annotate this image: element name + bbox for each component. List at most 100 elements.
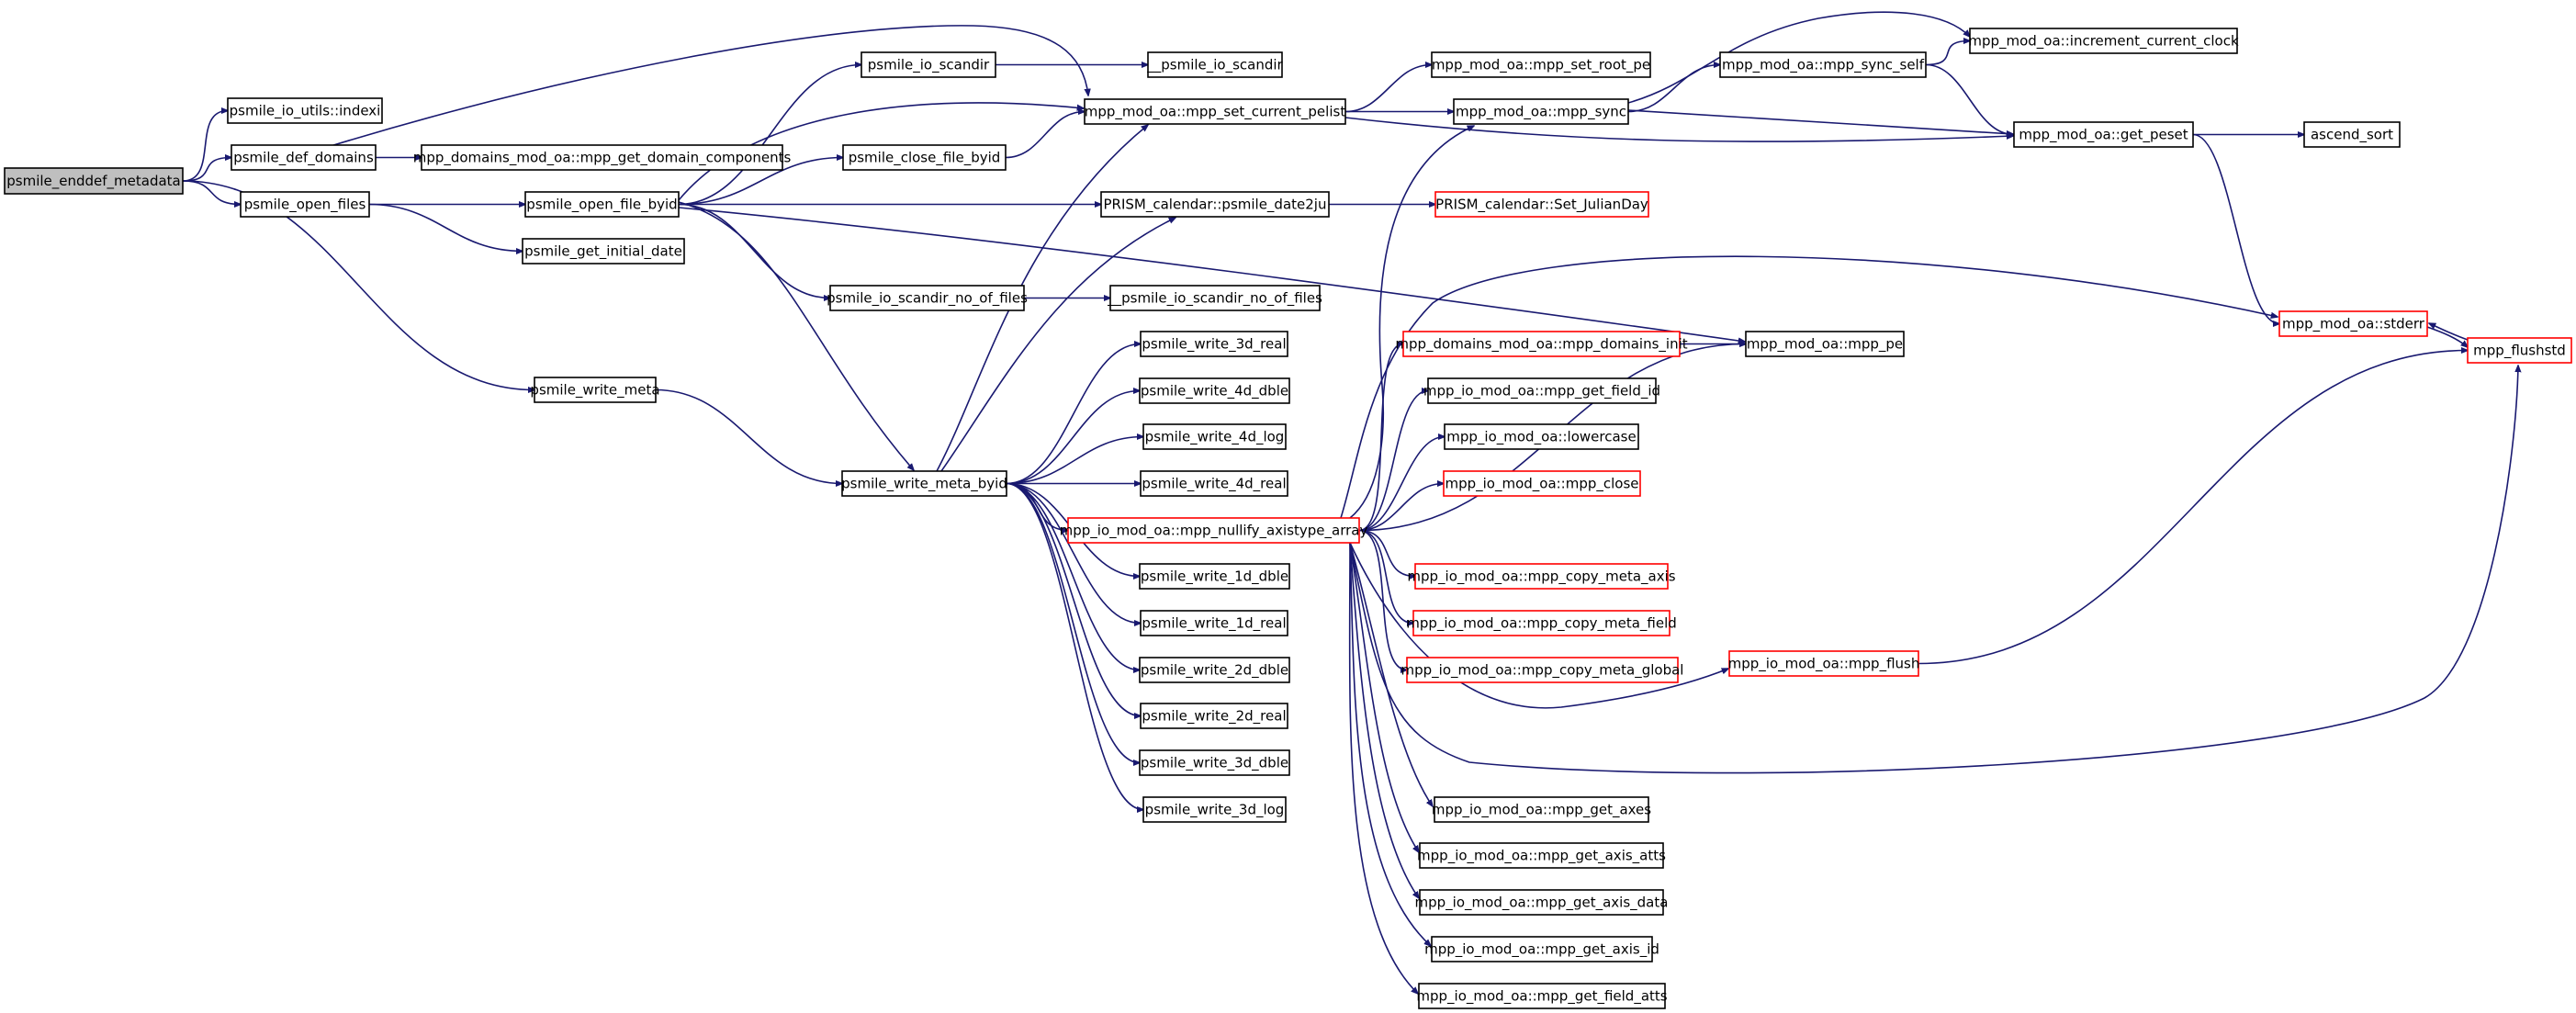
node-box[interactable] bbox=[1140, 470, 1288, 497]
node---io-scandir-no-of-files[interactable]: __psmile_io_scandir_no_of_files bbox=[1107, 285, 1322, 311]
node-set-root-pe[interactable]: mpp_mod_oa::mpp_set_root_pe bbox=[1431, 51, 1651, 78]
node-box[interactable] bbox=[421, 144, 783, 171]
node-w4d-dble[interactable]: psmile_write_4d_dble bbox=[1139, 377, 1290, 404]
node-get-field-id[interactable]: mpp_io_mod_oa::mpp_get_field_id bbox=[1423, 377, 1660, 404]
node-box[interactable] bbox=[534, 377, 657, 403]
node-box[interactable] bbox=[227, 97, 383, 124]
node-box[interactable] bbox=[524, 191, 680, 218]
node-lowercase[interactable]: mpp_io_mod_oa::lowercase bbox=[1444, 423, 1639, 450]
node-box[interactable] bbox=[1434, 191, 1649, 218]
node-stderr[interactable]: mpp_mod_oa::stderr bbox=[2278, 310, 2428, 337]
node-get-initial-date[interactable]: psmile_get_initial_date bbox=[522, 238, 685, 265]
node-io-scandir[interactable]: psmile_io_scandir bbox=[861, 51, 996, 78]
node-get-peset[interactable]: mpp_mod_oa::get_peset bbox=[2013, 121, 2194, 148]
node-sync-self[interactable]: mpp_mod_oa::mpp_sync_self bbox=[1719, 51, 1927, 78]
node-w3d-real[interactable]: psmile_write_3d_real bbox=[1140, 331, 1288, 357]
node-box[interactable] bbox=[1067, 517, 1360, 544]
node-box[interactable] bbox=[2013, 121, 2194, 148]
node-box[interactable] bbox=[4, 167, 184, 195]
node-copy-meta-field[interactable]: mpp_io_mod_oa::mpp_copy_meta_field bbox=[1406, 610, 1677, 636]
node-box[interactable] bbox=[1147, 51, 1283, 78]
node-get-axes[interactable]: mpp_io_mod_oa::mpp_get_axes bbox=[1432, 796, 1651, 823]
node-box[interactable] bbox=[1444, 423, 1639, 450]
node-box[interactable] bbox=[1453, 98, 1629, 125]
node-box[interactable] bbox=[2278, 310, 2428, 337]
node-box[interactable] bbox=[1969, 28, 2238, 54]
node---io-scandir[interactable]: __psmile_io_scandir bbox=[1146, 51, 1284, 78]
node-get-domain-components[interactable]: mpp_domains_mod_oa::mpp_get_domain_compo… bbox=[413, 144, 792, 171]
node-copy-meta-axis[interactable]: mpp_io_mod_oa::mpp_copy_meta_axis bbox=[1407, 563, 1676, 590]
node-box[interactable] bbox=[1139, 563, 1290, 590]
node-box[interactable] bbox=[1418, 983, 1666, 1009]
node-w1d-dble[interactable]: psmile_write_1d_dble bbox=[1139, 563, 1290, 590]
node-get-axis-atts[interactable]: mpp_io_mod_oa::mpp_get_axis_atts bbox=[1417, 842, 1666, 869]
node-box[interactable] bbox=[1084, 98, 1346, 125]
node-w2d-dble[interactable]: psmile_write_2d_dble bbox=[1139, 657, 1290, 683]
node-box[interactable] bbox=[841, 470, 1007, 497]
node-domains-init[interactable]: mpp_domains_mod_oa::mpp_domains_init bbox=[1395, 331, 1688, 357]
node-box[interactable] bbox=[1443, 470, 1641, 497]
node-box[interactable] bbox=[1414, 563, 1669, 590]
node-box[interactable] bbox=[1109, 285, 1321, 311]
node-nullify[interactable]: mpp_io_mod_oa::mpp_nullify_axistype_arra… bbox=[1060, 517, 1368, 544]
node-flushstd[interactable]: mpp_flushstd bbox=[2467, 337, 2572, 364]
node-open-file-byid[interactable]: psmile_open_file_byid bbox=[524, 191, 680, 218]
node-enddef[interactable]: psmile_enddef_metadata bbox=[4, 167, 184, 195]
node-date2ju[interactable]: PRISM_calendar::psmile_date2ju bbox=[1100, 191, 1330, 218]
node-box[interactable] bbox=[1419, 842, 1664, 869]
node-box[interactable] bbox=[1427, 377, 1657, 404]
node-box[interactable] bbox=[522, 238, 685, 265]
node-w1d-real[interactable]: psmile_write_1d_real bbox=[1140, 610, 1288, 636]
node-box[interactable] bbox=[1139, 377, 1290, 404]
node-w4d-log[interactable]: psmile_write_4d_log bbox=[1142, 423, 1287, 450]
node-box[interactable] bbox=[1142, 423, 1287, 450]
node-indexi[interactable]: psmile_io_utils::indexi bbox=[227, 97, 383, 124]
node-mpp-flush[interactable]: mpp_io_mod_oa::mpp_flush bbox=[1728, 650, 1920, 677]
node-increment-clock[interactable]: mpp_mod_oa::increment_current_clock bbox=[1968, 28, 2239, 54]
node-write-meta-byid[interactable]: psmile_write_meta_byid bbox=[841, 470, 1007, 497]
node-mpp-pe[interactable]: mpp_mod_oa::mpp_pe bbox=[1745, 331, 1905, 357]
node-box[interactable] bbox=[1419, 889, 1664, 916]
node-box[interactable] bbox=[2303, 121, 2401, 148]
node-write-meta[interactable]: psmile_write_meta bbox=[530, 377, 660, 403]
node-box[interactable] bbox=[1745, 331, 1905, 357]
node-w2d-real[interactable]: psmile_write_2d_real bbox=[1140, 703, 1288, 729]
node-box[interactable] bbox=[1140, 331, 1288, 357]
node-box[interactable] bbox=[1402, 331, 1681, 357]
node-box[interactable] bbox=[861, 51, 996, 78]
node-set-current-pelist[interactable]: mpp_mod_oa::mpp_set_current_pelist bbox=[1084, 98, 1346, 125]
node-w3d-dble[interactable]: psmile_write_3d_dble bbox=[1139, 749, 1290, 776]
node-set-julianday[interactable]: PRISM_calendar::Set_JulianDay bbox=[1434, 191, 1649, 218]
node-box[interactable] bbox=[829, 285, 1025, 311]
node-box[interactable] bbox=[1142, 796, 1287, 823]
node-box[interactable] bbox=[1431, 936, 1653, 962]
node-box[interactable] bbox=[1140, 610, 1288, 636]
node-box[interactable] bbox=[842, 144, 1007, 171]
node-box[interactable] bbox=[1100, 191, 1330, 218]
node-box[interactable] bbox=[1406, 657, 1679, 683]
node-box[interactable] bbox=[1719, 51, 1927, 78]
node-open-files[interactable]: psmile_open_files bbox=[240, 191, 370, 218]
node-w4d-real[interactable]: psmile_write_4d_real bbox=[1140, 470, 1288, 497]
node-def-domains[interactable]: psmile_def_domains bbox=[231, 144, 377, 171]
node-get-axis-id[interactable]: mpp_io_mod_oa::mpp_get_axis_id bbox=[1424, 936, 1659, 962]
node-box[interactable] bbox=[1139, 749, 1290, 776]
node-box[interactable] bbox=[1139, 657, 1290, 683]
node-close-file-byid[interactable]: psmile_close_file_byid bbox=[842, 144, 1007, 171]
node-box[interactable] bbox=[1434, 796, 1649, 823]
node-get-field-atts[interactable]: mpp_io_mod_oa::mpp_get_field_atts bbox=[1416, 983, 1668, 1009]
node-mpp-close[interactable]: mpp_io_mod_oa::mpp_close bbox=[1443, 470, 1641, 497]
node-box[interactable] bbox=[1140, 703, 1288, 729]
node-box[interactable] bbox=[1431, 51, 1651, 78]
node-box[interactable] bbox=[231, 144, 377, 171]
node-box[interactable] bbox=[2467, 337, 2572, 364]
node-io-scandir-no-of-files[interactable]: psmile_io_scandir_no_of_files bbox=[827, 285, 1028, 311]
node-mpp-sync[interactable]: mpp_mod_oa::mpp_sync bbox=[1453, 98, 1629, 125]
node-box[interactable] bbox=[240, 191, 370, 218]
node-ascend-sort[interactable]: ascend_sort bbox=[2303, 121, 2401, 148]
node-box[interactable] bbox=[1728, 650, 1919, 677]
node-copy-meta-global[interactable]: mpp_io_mod_oa::mpp_copy_meta_global bbox=[1401, 657, 1684, 683]
node-box[interactable] bbox=[1412, 610, 1670, 636]
node-get-axis-data[interactable]: mpp_io_mod_oa::mpp_get_axis_data bbox=[1415, 889, 1669, 916]
node-w3d-log[interactable]: psmile_write_3d_log bbox=[1142, 796, 1287, 823]
